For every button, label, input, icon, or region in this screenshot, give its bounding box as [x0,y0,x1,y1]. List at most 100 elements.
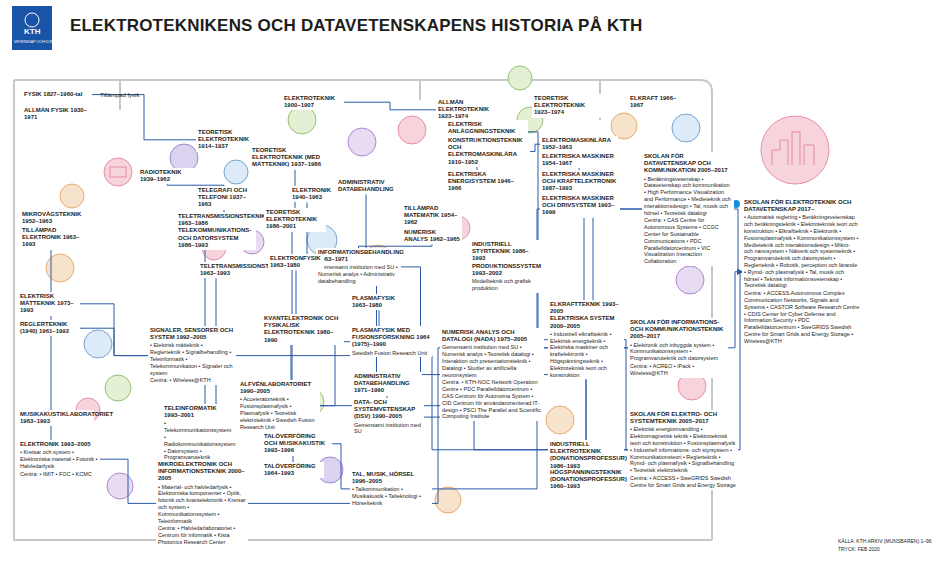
department-block: SKOLAN FÖR DATAVETENSKAP OCH KOMMUNIKATI… [642,152,734,266]
node-heading: DATA- OCH SYSTEMVETENSKAP (DSV) 1990–200… [354,399,422,421]
department-block: TELEINFORMATIK 1993–2001• Telekommunikat… [162,404,234,462]
department-block: ELKRAFTTEKNIK 1993–2005ELEKTRISKA SYSTEM… [548,300,624,379]
node-heading: ALLMÄN FYSIK 1930–1971 [24,107,90,121]
radio-icon [110,167,126,177]
topic-icons [46,66,829,513]
city-skyline [772,132,814,165]
lineage-connector [80,328,148,355]
node-heading: ELEKTRISKA ENERGISYSTEM 1946–1966 [448,171,516,193]
control-icon [84,330,112,358]
department-block: SKOLAN FÖR ELEKTRO- OCH SYSTEMTEKNIK 200… [628,410,738,490]
node-heading: PLASMAFYSIK 1963–1980 [352,295,406,309]
node-heading: TAL, MUSIK, HÖRSEL 1996–2005 [352,471,430,485]
department-label: TEORETISK ELEKTROTEKNIK 1986–2001 [264,208,326,232]
node-body: Swedish Fusion Research Unit [352,350,430,357]
department-block: PRODUKTIONSSYSTEM 1993–2002Modellteknik … [470,262,550,293]
node-heading: SKOLAN FÖR INFORMATIONS- OCH KOMMUNIKATI… [630,319,726,341]
node-heading: ELEKTRISKA MASKINER 1954–1967 [542,153,616,167]
department-label: ELEKTRISKA MASKINER OCH DRIVSYSTEM 1993–… [540,194,620,218]
department-label: ELKRAFT 1966–1967 [628,94,680,110]
node-heading: ALFVÉNLABORATORIET 1990–2005 [240,381,318,395]
department-label: TELEGRAFI OCH TELEFONI 1937–1963 [196,186,252,210]
department-block: SKOLAN FÖR ELEKTROTEKNIK OCH DATAVETENSK… [742,198,862,346]
node-body: • Talkommunikation • Musikakustik • Talt… [352,486,430,506]
department-label: FYSIK 1827–1960-tal [22,90,92,99]
lineage-connector [92,95,196,140]
node-heading: PRODUKTIONSSYSTEM 1993–2002 [472,263,548,277]
node-heading: ELEKTROTEKNIK 1900–1907 [284,95,342,109]
note-label: TRYCK: FEB 2020 [838,546,880,552]
department-label: TALÖVERFÖRING 1964–1993 [262,462,324,478]
frame-line [419,80,421,100]
radio-icon [104,158,132,186]
node-heading: ELEKTRISKA SYSTEM 2000–2005 [550,315,622,329]
lineage-connector [332,444,350,489]
node-body: • Elektrisk energiomvandling • Elektroma… [630,426,736,474]
computer-icon [672,114,700,142]
node-heading: ADMINISTRATIV DATABEHANDLING 1971–1990 [354,373,420,395]
department-label: KVANTELEKTRONIK OCH FYSIKALISK ELEKTROTE… [262,314,344,345]
department-label: RADIOTEKNIK 1939–1962 [138,168,196,184]
node-body: Modellteknik och grafisk produktion [472,278,548,292]
node-heading: TELEKOMMUNIKATIONS- OCH DATORSYSTEM 1986… [178,227,254,249]
node-body: Centra: • CAS Centre for Autonomous Syst… [644,217,732,265]
node-heading: SKOLAN FÖR ELEKTROTEKNIK OCH DATAVETENSK… [744,199,860,213]
logo-text: KTH [24,27,40,36]
math-icon [398,116,426,144]
microscope-icon [46,254,74,282]
signal-icon [105,375,131,401]
department-block: SIGNALER, SENSORER OCH SYSTEM 1992–2005•… [148,326,236,385]
node-body: Gemensamt institution med SU [354,422,422,436]
department-label: ELEKTROMASKINLÄRA 1952–1963 [540,136,618,152]
department-label: ELEKTRISKA MASKINER OCH KRAFTELEKTRONIK … [540,170,620,194]
node-heading: NUMERISK ANALYS 1962–1965 [404,229,460,243]
node-body: Centra: • Wireless@KTH [150,377,234,384]
department-label: TELETRANSMISSIONSTEORI 1963–1993 [198,262,260,278]
department-label: TILLÄMPAD ELEKTRONIK 1963–1993 [20,226,82,250]
department-label: TILLÄMPAD MATEMATIK 1954–1962 [402,204,462,228]
frame-line [14,80,712,540]
logo-text: VETENSKAP OCH KONST [14,40,58,44]
lineage-connector [401,267,440,375]
department-label: HÖGSPÄNNINGSTEKNIK (DONATIONSPROFESSUR) … [548,468,624,492]
department-block: SKOLAN FÖR INFORMATIONS- OCH KOMMUNIKATI… [628,318,728,378]
node-heading: TEORETISK ELEKTROTEKNIK 1923–1974 [534,95,600,117]
node-heading: TILLÄMPAD MATEMATIK 1954–1962 [404,205,460,227]
node-heading: ELKRAFT 1966–1967 [630,95,678,109]
node-body: • Material- och halvledarfysik • Elektro… [158,484,246,525]
node-body: • Elektronik och inbyggda system • Kommu… [630,342,726,362]
node-heading: INFORMATIONSBEHANDLING 1963–1971 [318,249,399,263]
department-label: KONSTRUKTIONSTEKNIK OCH ELEKTROMASKINLÄR… [446,136,530,167]
school-icon [761,116,829,184]
department-label: INDUSTRIELL STYRTEKNIK 1986–1993 [470,240,542,264]
node-body: Centra: • IMIT • FOC • KCMC [20,471,98,478]
department-block: ELEKTRONIK 1993–2005• Kretsar och system… [18,440,100,478]
sound-icon [435,487,461,513]
diagram-title: ELEKTROTEKNIKENS OCH DATAVETENSKAPENS HI… [70,16,643,36]
department-label: ALLMÄN FYSIK 1930–1971 [22,106,92,122]
lineage-connector [80,304,148,356]
department-label: ADMINISTRATIV DATABEHANDLING 1971–1990 [352,372,422,396]
department-label: REGLERTEKNIK (1940) 1961–1992 [18,320,80,336]
node-heading: TEORETISK ELEKTROTEKNIK (MED MÄTTEKNIK) … [252,147,326,169]
node-heading: ADMINISTRATIV DATABEHANDLING [338,179,394,193]
folder-icon [348,128,376,156]
node-heading: ALLMÄN ELEKTROTEKNIK 1923–1974 [438,99,506,121]
node-heading: TALÖVERFÖRING OCH MUSIKAKUSTIK 1993–1996 [264,433,330,455]
department-block: MIKROELEKTRONIK OCH INFORMATIONSTEKNIK 2… [156,460,248,547]
node-heading: HÖGSPÄNNINGSTEKNIK (DONATIONSPROFESSUR) … [550,469,622,491]
node-body: • Beräkningsvetenskap • Datavetenskap oc… [644,176,732,217]
department-block: NUMERISK ANALYS OCH DATALOGI (NADA) 1975… [440,328,544,421]
pylon-icon [546,406,574,434]
node-heading: SKOLAN FÖR DATAVETENSKAP OCH KOMMUNIKATI… [644,153,732,175]
node-heading: TELEGRAFI OCH TELEFONI 1937–1963 [198,187,250,209]
node-heading: FYSIK 1827–1960-tal [24,91,90,98]
node-heading: TELEINFORMATIK 1993–2001 [164,405,232,419]
lineage-connector [366,194,367,248]
node-heading: ELEKTRISK MÄTTEKNIK 1973–1993 [20,293,78,315]
node-body: • Acceleratorteknik • Fusionsplasmafysik… [240,396,318,430]
microwave-icon [60,184,84,208]
department-label: ALLMÄN ELEKTROTEKNIK 1923–1974 [436,98,508,122]
lineage-connector [344,102,436,110]
network-icon [676,266,704,294]
